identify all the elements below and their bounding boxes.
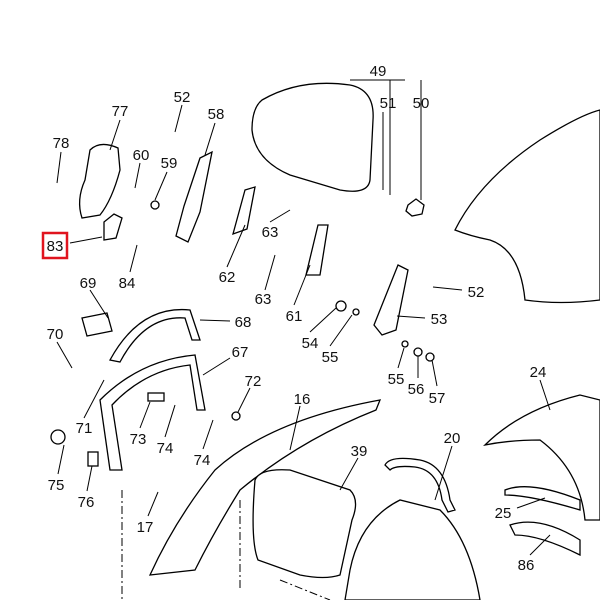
part-label-69[interactable]: 69 — [80, 275, 97, 292]
part-label-74[interactable]: 74 — [157, 440, 174, 457]
part-label-75[interactable]: 75 — [48, 477, 65, 494]
bracket-83 — [103, 213, 123, 241]
part-label-76[interactable]: 76 — [78, 494, 95, 511]
part-label-16[interactable]: 16 — [294, 391, 311, 408]
part-label-67[interactable]: 67 — [232, 344, 249, 361]
seat — [454, 109, 600, 304]
grip-67 — [99, 354, 206, 471]
part-label-50[interactable]: 50 — [413, 95, 430, 112]
part-label-24[interactable]: 24 — [530, 364, 547, 381]
side-cover-16 — [148, 399, 382, 576]
part-label-63[interactable]: 63 — [262, 224, 279, 241]
washer-72 — [231, 411, 241, 421]
cover-77 — [78, 143, 121, 219]
knob-75 — [50, 429, 66, 445]
stay-62 — [232, 186, 256, 236]
nut-57 — [425, 352, 435, 362]
part-label-57[interactable]: 57 — [429, 390, 446, 407]
part-label-55[interactable]: 55 — [322, 349, 339, 366]
part-label-52[interactable]: 52 — [468, 284, 485, 301]
part-label-68[interactable]: 68 — [235, 314, 252, 331]
part-label-70[interactable]: 70 — [47, 326, 64, 343]
part-shapes — [50, 82, 600, 600]
part-label-54[interactable]: 54 — [302, 335, 319, 352]
knob-50 — [405, 198, 425, 217]
part-label-55[interactable]: 55 — [388, 371, 405, 388]
part-label-83[interactable]: 83 — [47, 238, 64, 255]
part-label-49[interactable]: 49 — [370, 63, 387, 80]
part-label-74[interactable]: 74 — [194, 452, 211, 469]
part-label-72[interactable]: 72 — [245, 373, 262, 390]
washer-59 — [150, 200, 160, 210]
nut-56 — [413, 347, 423, 357]
bushing-76 — [87, 451, 99, 467]
part-label-86[interactable]: 86 — [518, 557, 535, 574]
part-label-61[interactable]: 61 — [286, 308, 303, 325]
part-label-52[interactable]: 52 — [174, 89, 191, 106]
leader-lines — [56, 79, 551, 600]
part-label-53[interactable]: 53 — [431, 311, 448, 328]
pipe-68 — [109, 308, 201, 363]
panel-24 — [483, 394, 600, 521]
harness-69 — [81, 312, 113, 337]
part-label-60[interactable]: 60 — [133, 147, 150, 164]
panel-86 — [509, 521, 581, 557]
stay-61 — [305, 224, 329, 276]
part-label-17[interactable]: 17 — [137, 519, 154, 536]
part-labels: 49 51 50 52 77 58 78 60 59 83 63 84 69 6… — [47, 63, 547, 574]
part-label-39[interactable]: 39 — [351, 443, 368, 460]
panel-25 — [504, 486, 581, 511]
part-label-78[interactable]: 78 — [53, 135, 70, 152]
collar-73 — [147, 392, 165, 402]
washer-55a — [352, 308, 360, 316]
part-label-51[interactable]: 51 — [380, 95, 397, 112]
part-label-62[interactable]: 62 — [219, 269, 236, 286]
rear-fender — [344, 499, 481, 600]
collar-54 — [335, 300, 347, 312]
part-label-20[interactable]: 20 — [444, 430, 461, 447]
part-label-63[interactable]: 63 — [255, 291, 272, 308]
part-label-71[interactable]: 71 — [76, 420, 93, 437]
part-label-56[interactable]: 56 — [408, 381, 425, 398]
stay-58 — [175, 150, 213, 243]
part-label-59[interactable]: 59 — [161, 155, 178, 172]
part-label-77[interactable]: 77 — [112, 103, 129, 120]
part-label-25[interactable]: 25 — [495, 505, 512, 522]
part-label-73[interactable]: 73 — [130, 431, 147, 448]
stay-53 — [373, 264, 409, 336]
seal-39 — [252, 469, 357, 579]
washer-55b — [401, 340, 409, 348]
part-label-84[interactable]: 84 — [119, 275, 136, 292]
part-label-58[interactable]: 58 — [208, 106, 225, 123]
highlight-box-83 — [41, 231, 69, 260]
backrest-pad — [251, 82, 374, 192]
wire-20 — [384, 457, 456, 513]
